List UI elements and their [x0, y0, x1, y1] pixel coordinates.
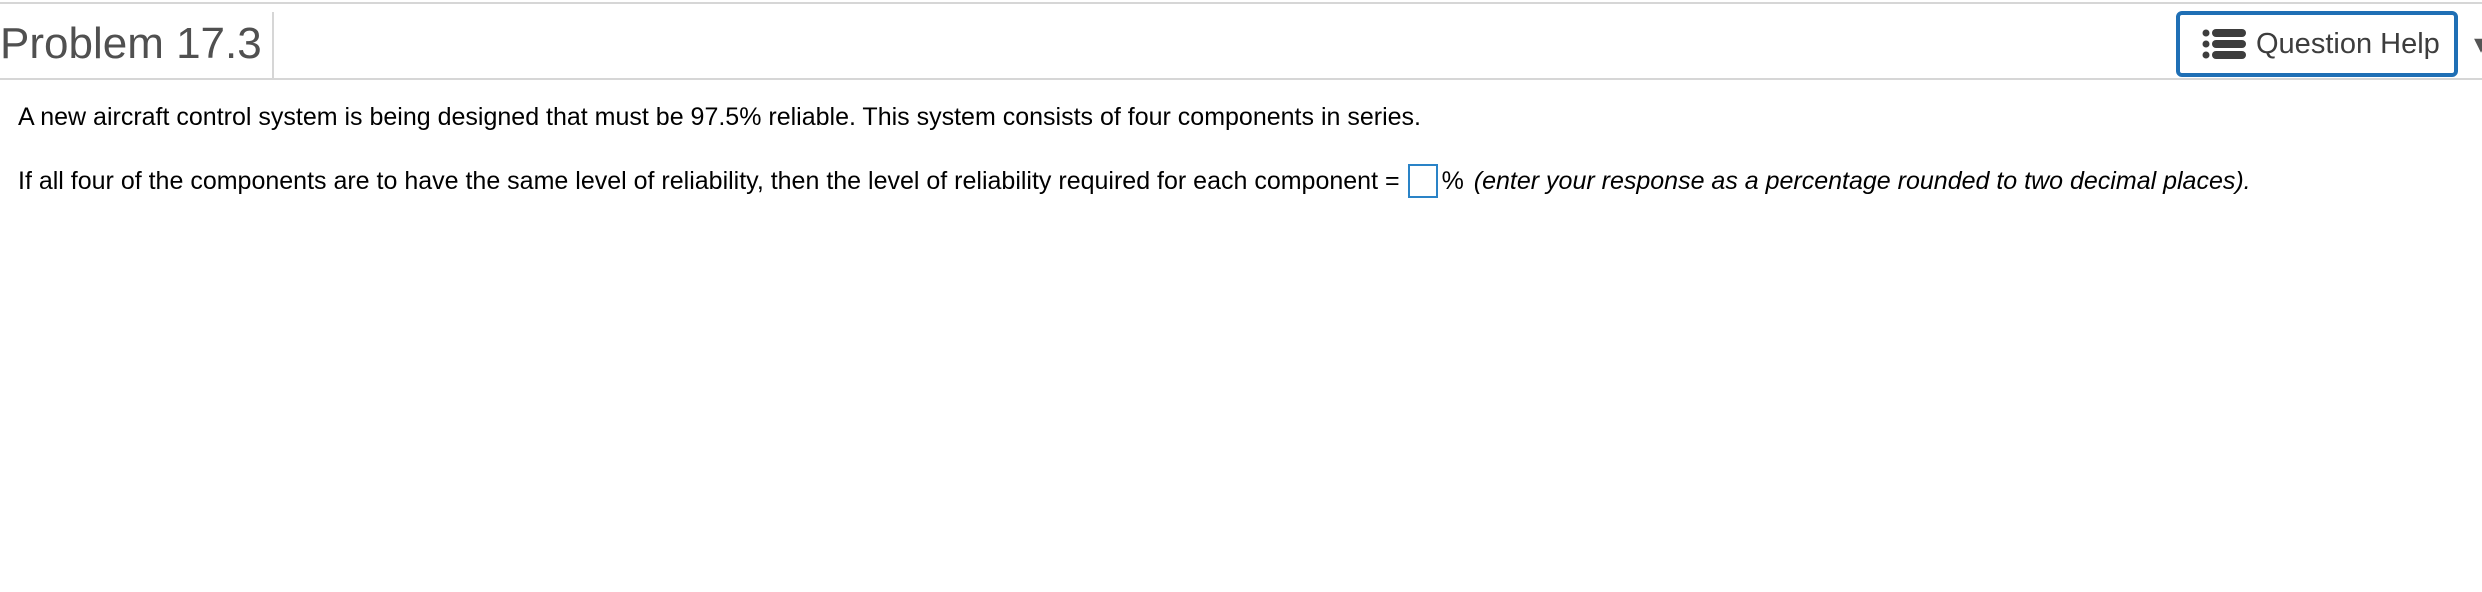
- question-help-button[interactable]: Question Help: [2176, 11, 2458, 77]
- more-options-icon[interactable]: ▾: [2474, 34, 2482, 54]
- list-icon: [2202, 28, 2248, 60]
- question-help-label: Question Help: [2256, 28, 2440, 60]
- title-divider: [272, 12, 274, 78]
- page-title: Problem 17.3: [0, 19, 262, 68]
- prompt-text: If all four of the components are to hav…: [18, 167, 1400, 195]
- instruction-text: (enter your response as a percentage rou…: [1473, 167, 2251, 195]
- problem-header: Problem 17.3 Question Help ▾: [0, 2, 2482, 80]
- answer-input[interactable]: [1407, 164, 1438, 198]
- question-statement: A new aircraft control system is being d…: [18, 103, 1421, 131]
- question-prompt: If all four of the components are to hav…: [18, 164, 2251, 198]
- unit-label: %: [1441, 167, 1464, 195]
